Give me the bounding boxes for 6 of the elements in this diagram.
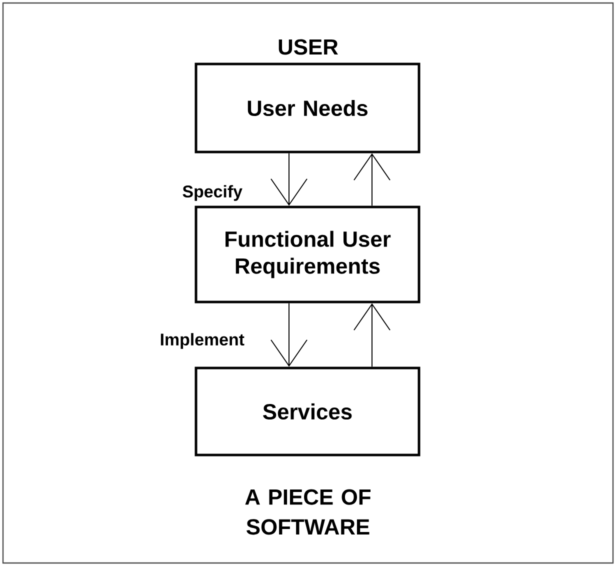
process-box: Functional User Requirements (194, 206, 420, 304)
process-box: Services (194, 366, 420, 456)
edge-label: Implement (160, 333, 244, 349)
caption-text: A PIECE OF SOFTWARE (245, 489, 371, 535)
edge-label: Specify (182, 185, 242, 201)
process-box: User Needs (194, 62, 420, 154)
